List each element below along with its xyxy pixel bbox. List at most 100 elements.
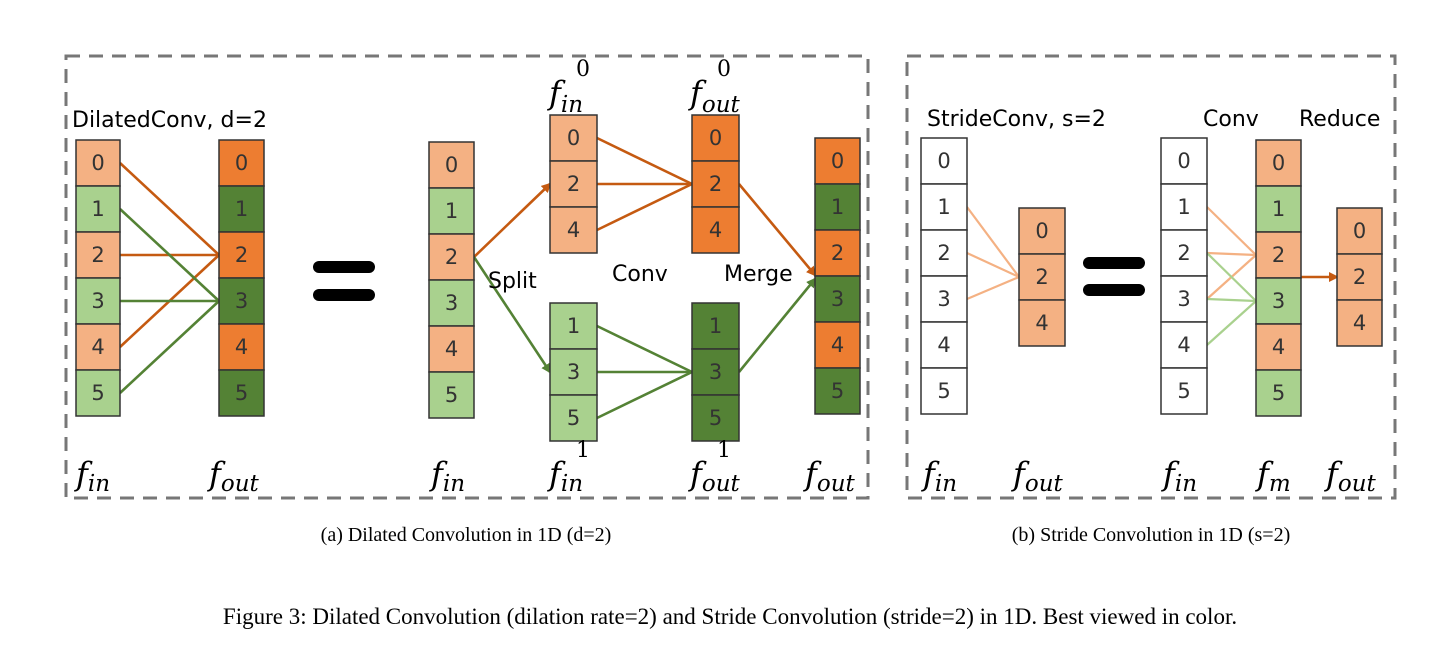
conv-edge-m3-4	[1206, 300, 1257, 346]
cell-a-out-3	[218, 277, 265, 325]
cell-b-conv-in-5	[1160, 367, 1208, 415]
panel-a-title: DilatedConv, d=2	[72, 108, 267, 133]
f-out-label-a2: fout	[803, 455, 856, 497]
cell-label-a-out-5: 5	[235, 381, 248, 405]
merge-arrow-odd	[737, 277, 817, 373]
cell-label-b-m-0: 0	[1272, 151, 1285, 175]
cell-label-a-split-in-2: 2	[445, 245, 458, 269]
column-a-even-in: 024	[549, 114, 598, 254]
cell-label-b-conv-in-4: 4	[1177, 333, 1190, 357]
cell-label-b-in-1: 1	[937, 195, 950, 219]
cell-label-b-m-3: 3	[1272, 289, 1285, 313]
column-a-even-out: 024	[691, 114, 740, 254]
split-arrow-even	[473, 182, 552, 258]
cell-a-split-in-1	[428, 187, 475, 235]
cell-label-a-merged-4: 4	[831, 333, 844, 357]
cell-label-b-reduced-4: 4	[1353, 311, 1366, 335]
cell-label-a-odd-out-3: 3	[709, 360, 722, 384]
cell-label-a-split-in-0: 0	[445, 153, 458, 177]
f-in-label-a2: fin	[429, 455, 465, 497]
cell-b-in-5	[920, 367, 968, 415]
cell-a-out-2	[218, 231, 265, 279]
conv-edge-m3-2	[1206, 252, 1257, 302]
cell-a-in-5	[75, 369, 121, 417]
cell-b-m-4	[1255, 323, 1302, 371]
merge-label: Merge	[724, 262, 793, 287]
stride-edge-2	[966, 252, 1020, 278]
cell-label-a-in-4: 4	[91, 335, 104, 359]
cell-label-b-out-2: 2	[1035, 265, 1048, 289]
caption-a: (a) Dilated Convolution in 1D (d=2)	[321, 524, 612, 546]
cell-label-a-merged-1: 1	[831, 195, 844, 219]
cell-label-a-split-in-1: 1	[445, 199, 458, 223]
caption-b: (b) Stride Convolution in 1D (s=2)	[1012, 524, 1291, 546]
cell-b-reduced-4	[1336, 299, 1383, 347]
cell-label-a-out-2: 2	[235, 243, 248, 267]
column-a-odd-in: 135	[549, 302, 598, 442]
cell-a-in-4	[75, 323, 121, 371]
cell-b-m-0	[1255, 139, 1302, 187]
cell-b-out-4	[1018, 299, 1066, 347]
cell-a-odd-in-1	[549, 302, 598, 350]
cell-a-even-out-4	[691, 206, 740, 254]
cell-label-b-conv-in-0: 0	[1177, 149, 1190, 173]
dilated-edge-0-2	[119, 162, 220, 256]
f-out-label-a1: fout	[207, 455, 260, 497]
cell-b-out-2	[1018, 253, 1066, 301]
cell-label-a-odd-in-5: 5	[567, 406, 580, 430]
cell-a-odd-out-1	[691, 302, 740, 350]
cell-a-out-4	[218, 323, 265, 371]
f-out-label-b1: fout	[1011, 455, 1064, 497]
cell-a-merged-0	[814, 137, 861, 185]
stride-edge-3	[966, 275, 1020, 301]
cell-label-b-m-5: 5	[1272, 381, 1285, 405]
cell-a-odd-out-3	[691, 348, 740, 396]
column-b-reduced: 024	[1336, 207, 1383, 347]
cell-label-a-merged-2: 2	[831, 241, 844, 265]
cell-label-a-out-3: 3	[235, 289, 248, 313]
cell-b-conv-in-1	[1160, 183, 1208, 231]
cell-a-out-5	[218, 369, 265, 417]
reduce-label: Reduce	[1299, 107, 1380, 132]
merge-arrow-even	[738, 183, 817, 277]
stride-edge-1	[966, 206, 1020, 278]
f-out-1-label: fout1	[688, 438, 741, 497]
cell-a-split-in-2	[428, 233, 475, 281]
odd-conv-edge-5	[596, 370, 693, 420]
cell-label-a-split-in-4: 4	[445, 337, 458, 361]
cell-label-a-in-1: 1	[91, 197, 104, 221]
cell-label-a-in-0: 0	[91, 151, 104, 175]
cell-label-a-odd-out-1: 1	[709, 314, 722, 338]
cell-label-b-in-2: 2	[937, 241, 950, 265]
cell-label-a-split-in-5: 5	[445, 383, 458, 407]
cell-a-odd-in-3	[549, 348, 598, 396]
cell-b-conv-in-2	[1160, 229, 1208, 277]
cell-label-a-in-2: 2	[91, 243, 104, 267]
cell-a-odd-in-5	[549, 394, 598, 442]
cell-b-in-2	[920, 229, 968, 277]
cell-a-in-0	[75, 139, 121, 187]
conv-label-b: Conv	[1203, 107, 1259, 132]
conv-edge-m3-3	[1206, 297, 1257, 303]
cell-b-in-3	[920, 275, 968, 323]
cell-a-odd-out-5	[691, 394, 740, 442]
cell-label-b-in-0: 0	[937, 149, 950, 173]
f-in-label-b2: fin	[1161, 455, 1197, 497]
cell-a-merged-3	[814, 275, 861, 323]
cell-label-b-conv-in-1: 1	[1177, 195, 1190, 219]
odd-conv-edge-1	[596, 324, 693, 374]
cell-b-out-0	[1018, 207, 1066, 255]
figure-caption: Figure 3: Dilated Convolution (dilation …	[223, 604, 1237, 629]
cell-label-b-conv-in-5: 5	[1177, 379, 1190, 403]
cell-label-a-odd-out-5: 5	[709, 406, 722, 430]
cell-label-b-m-1: 1	[1272, 197, 1285, 221]
cell-label-a-odd-in-1: 1	[567, 314, 580, 338]
cell-label-a-out-0: 0	[235, 151, 248, 175]
cell-a-merged-1	[814, 183, 861, 231]
